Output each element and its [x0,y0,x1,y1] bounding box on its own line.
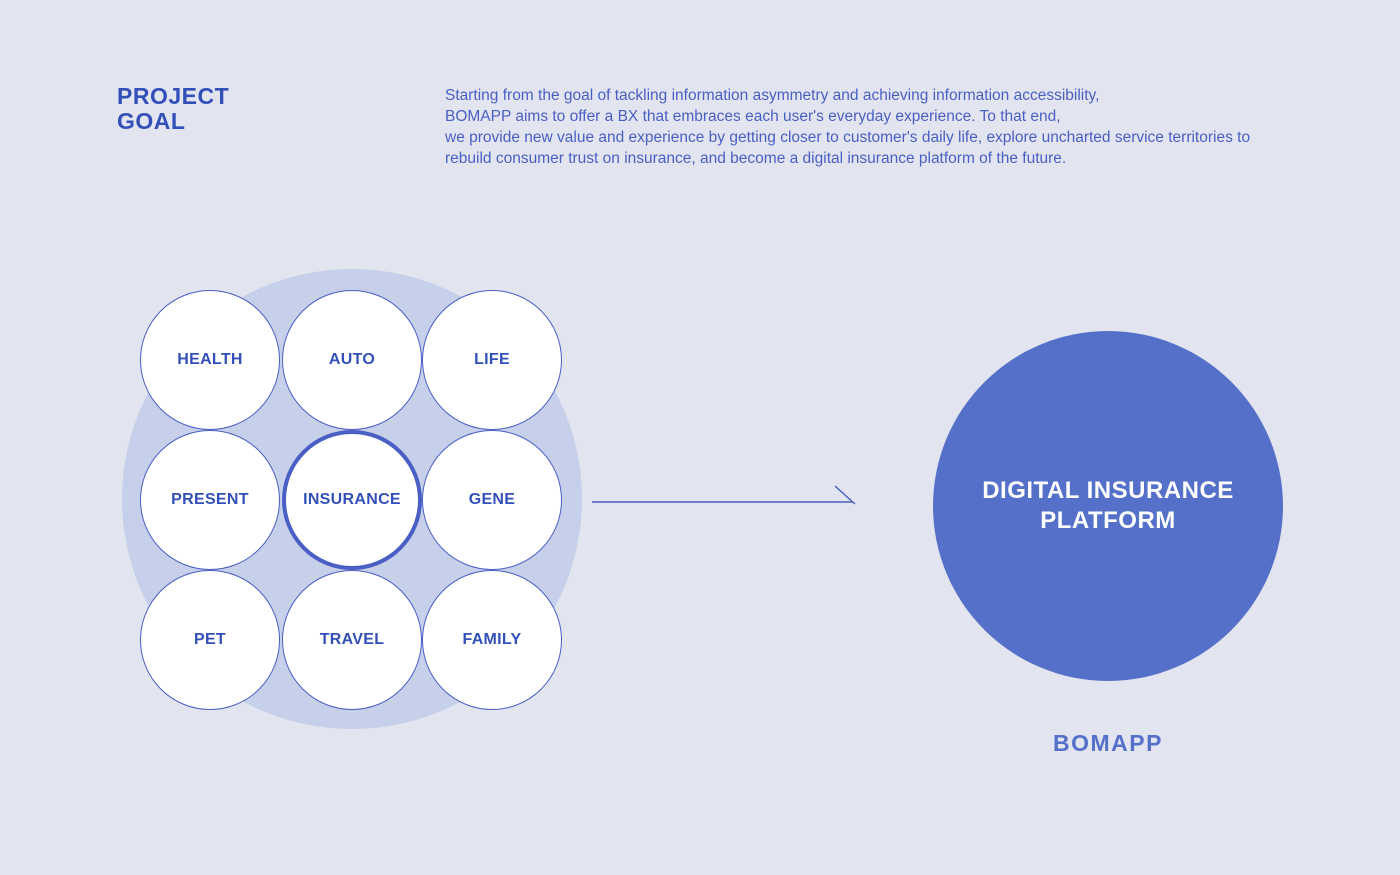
goal-description: Starting from the goal of tackling infor… [445,85,1305,169]
page-title-line2: GOAL [117,108,186,134]
bubble-pet: PET [140,570,280,710]
goal-description-line1: Starting from the goal of tackling infor… [445,87,1100,104]
bubble-present-label: PRESENT [171,491,249,508]
bubble-insurance-label: INSURANCE [303,491,401,508]
bubble-family: FAMILY [422,570,562,710]
bubble-family-label: FAMILY [462,631,522,648]
arrow-icon [592,485,856,505]
bubble-health-label: HEALTH [177,351,243,368]
page-title: PROJECT GOAL [117,84,229,134]
platform-circle: DIGITAL INSURANCE PLATFORM [933,331,1283,681]
bubble-life: LIFE [422,290,562,430]
bubble-gene-label: GENE [468,491,516,508]
bubble-present: PRESENT [140,430,280,570]
bubble-life-label: LIFE [474,351,510,368]
bubble-insurance: INSURANCE [282,430,422,570]
brand-bomapp: BOMAPP [1053,730,1163,756]
bubble-pet-label: PET [193,631,227,648]
bubble-health: HEALTH [140,290,280,430]
goal-description-line2: BOMAPP aims to offer a BX that embraces … [445,108,1061,125]
goal-description-line3: we provide new value and experience by g… [445,129,1251,146]
bubble-travel-label: TRAVEL [319,631,385,648]
goal-description-line4: rebuild consumer trust on insurance, and… [445,150,1067,167]
bubble-gene: GENE [422,430,562,570]
arrow-to-platform [590,478,875,523]
bubble-auto: AUTO [282,290,422,430]
bubble-auto-label: AUTO [328,351,376,368]
page-title-line1: PROJECT [117,83,230,109]
bubble-travel: TRAVEL [282,570,422,710]
platform-label-line2: PLATFORM [1040,507,1176,534]
platform-label-line1: DIGITAL INSURANCE [982,477,1234,504]
